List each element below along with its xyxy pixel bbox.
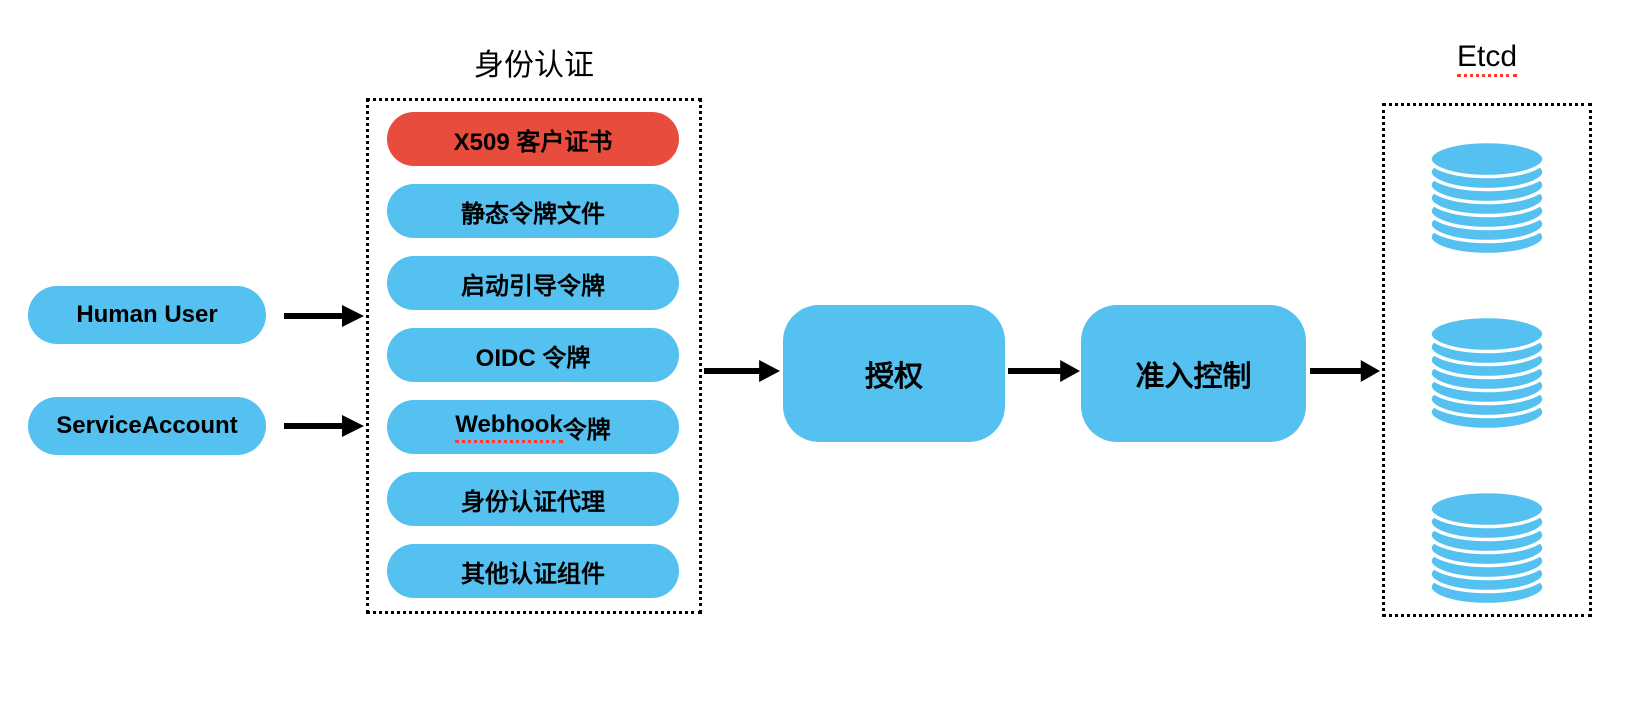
arrow-authorization-to-admission: [1008, 360, 1080, 382]
authorization-node: 授权: [783, 305, 1005, 442]
auth-method-pill-6: 身份认证代理: [387, 472, 679, 526]
arrow-human-user-to-auth: [284, 305, 364, 327]
auth-section-title: 身份认证: [474, 49, 594, 82]
spellcheck-underlined-text: Webhook: [455, 411, 563, 443]
auth-method-pill-2: 静态令牌文件: [387, 184, 679, 238]
database-cylinder-icon: [1428, 489, 1546, 607]
auth-method-pill-1: X509 客户证书: [387, 112, 679, 166]
arrow-auth-to-authorization: [704, 360, 780, 382]
arrow-serviceaccount-to-auth: [284, 415, 364, 437]
database-cylinder-icon: [1428, 314, 1546, 432]
auth-method-pill-4: OIDC 令牌: [387, 328, 679, 382]
etcd-section-title: Etcd: [1382, 40, 1592, 77]
auth-section-box: [366, 98, 702, 614]
etcd-title-text: Etcd: [1456, 40, 1518, 77]
etcd-section-box: [1382, 103, 1592, 617]
admission-control-node: 准入控制: [1081, 305, 1306, 442]
human-user-node: Human User: [28, 286, 266, 344]
arrow-admission-to-etcd: [1310, 360, 1380, 382]
database-cylinder-icon: [1428, 139, 1546, 257]
auth-method-pill-7: 其他认证组件: [387, 544, 679, 598]
serviceaccount-node: ServiceAccount: [28, 397, 266, 455]
auth-method-pill-5: Webhook 令牌: [387, 400, 679, 454]
auth-method-pill-3: 启动引导令牌: [387, 256, 679, 310]
